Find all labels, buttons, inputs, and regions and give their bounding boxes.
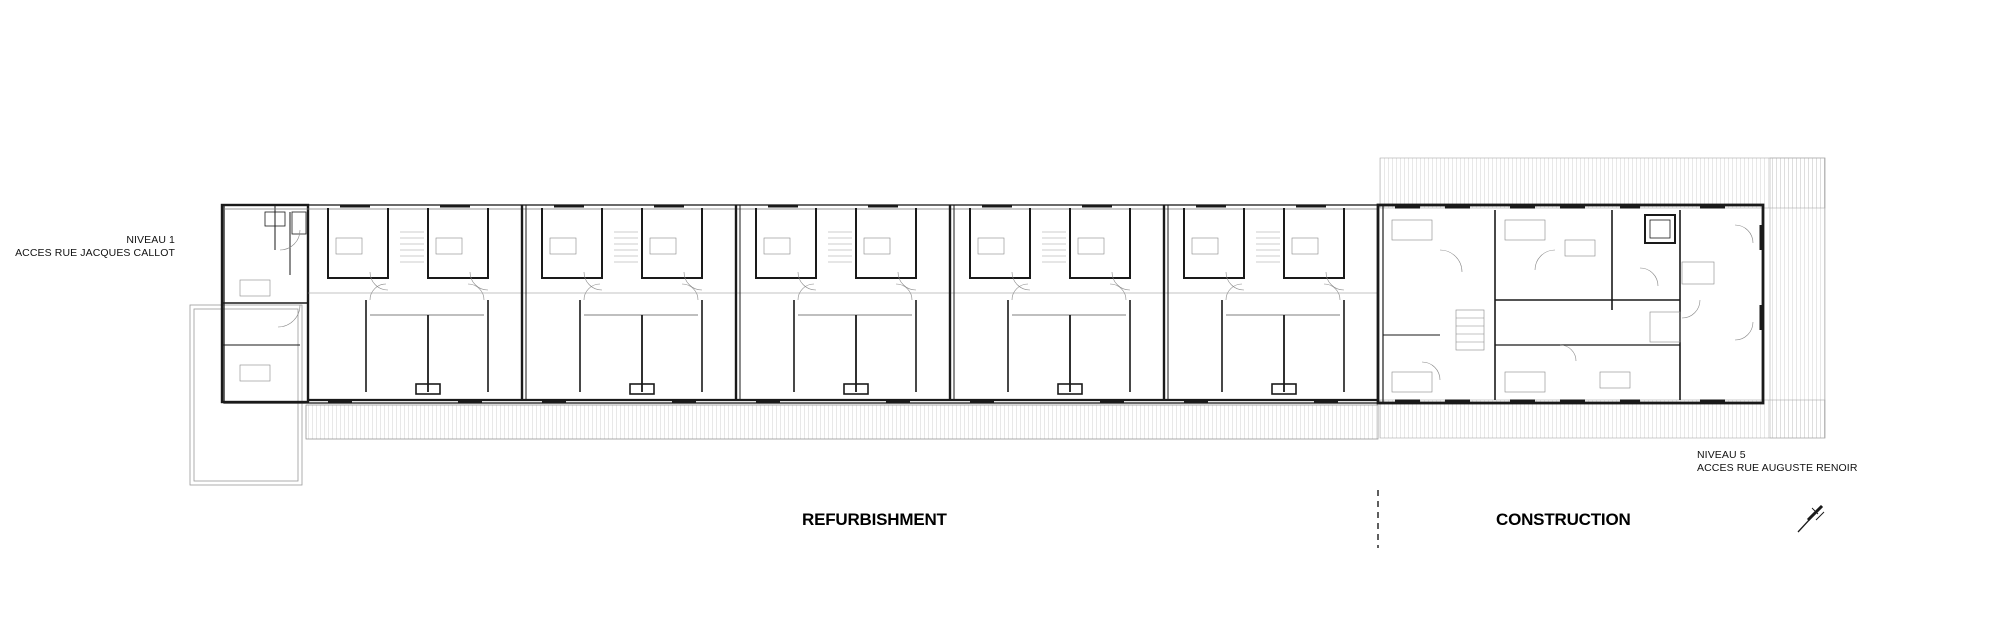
bed-outline — [863, 237, 891, 255]
balcony-door — [1057, 383, 1083, 395]
unit-wall — [1007, 300, 1131, 392]
balcony-door — [415, 383, 441, 395]
door-swing — [797, 271, 817, 291]
left-access-note: NIVEAU 1 ACCES RUE JACQUES CALLOT — [0, 234, 175, 260]
bed-outline — [1077, 237, 1105, 255]
door-swing — [583, 271, 603, 291]
construction-block — [1376, 203, 1765, 405]
refurbishment-block — [223, 204, 1379, 404]
door-swing — [469, 271, 489, 291]
studio-room — [1283, 208, 1345, 279]
unit-wall — [793, 300, 917, 392]
studio-room — [1069, 208, 1131, 279]
bed-outline — [649, 237, 677, 255]
studio-room — [327, 208, 389, 279]
door-swing — [467, 283, 485, 301]
door-swing — [683, 271, 703, 291]
door-swing — [583, 283, 601, 301]
door-swing — [1225, 283, 1243, 301]
construction-decks — [1379, 157, 1826, 439]
balcony-door — [843, 383, 869, 395]
balcony-door — [629, 383, 655, 395]
studio-room — [641, 208, 703, 279]
studio-room — [855, 208, 917, 279]
studio-room — [1183, 208, 1245, 279]
right-access-label: ACCES RUE AUGUSTE RENOIR — [1697, 462, 1858, 474]
door-swing — [1111, 271, 1131, 291]
entrance-wing — [220, 203, 310, 404]
door-swing — [681, 283, 699, 301]
door-swing — [897, 271, 917, 291]
bed-outline — [1291, 237, 1319, 255]
north-arrow-icon — [1797, 504, 1825, 533]
bed-outline — [335, 237, 363, 255]
door-swing — [369, 271, 389, 291]
studio-room — [969, 208, 1031, 279]
left-access-label: ACCES RUE JACQUES CALLOT — [15, 247, 175, 259]
unit-wall — [365, 300, 489, 392]
bed-outline — [435, 237, 463, 255]
bed-outline — [763, 237, 791, 255]
door-swing — [797, 283, 815, 301]
construction-label: CONSTRUCTION — [1496, 510, 1631, 529]
door-swing — [1323, 283, 1341, 301]
door-swing — [1225, 271, 1245, 291]
studio-room — [427, 208, 489, 279]
right-access-note: NIVEAU 5 ACCES RUE AUGUSTE RENOIR — [1697, 449, 1858, 475]
refurbishment-label: REFURBISHMENT — [802, 510, 947, 529]
balcony-door — [1271, 383, 1297, 395]
door-swing — [1109, 283, 1127, 301]
left-terrace — [189, 304, 303, 486]
door-swing — [1011, 283, 1029, 301]
door-swing — [1325, 271, 1345, 291]
unit-wall — [579, 300, 703, 392]
studio-room — [755, 208, 817, 279]
right-level-label: NIVEAU 5 — [1697, 449, 1746, 461]
balcony-strip — [305, 404, 1379, 440]
bed-outline — [1191, 237, 1219, 255]
bed-outline — [977, 237, 1005, 255]
left-level-label: NIVEAU 1 — [126, 234, 175, 246]
door-swing — [895, 283, 913, 301]
studio-room — [541, 208, 603, 279]
unit-wall — [1221, 300, 1345, 392]
door-swing — [1011, 271, 1031, 291]
door-swing — [369, 283, 387, 301]
bed-outline — [549, 237, 577, 255]
apartment-bays — [327, 204, 1345, 403]
